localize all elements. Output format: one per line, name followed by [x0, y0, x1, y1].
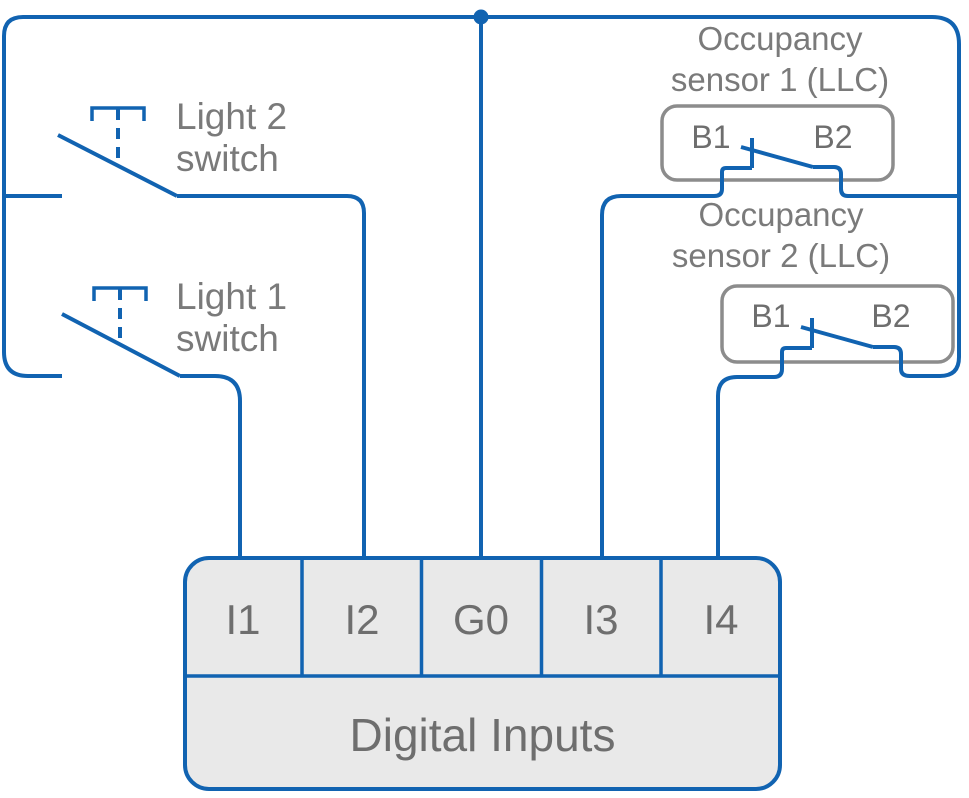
wire-light1-to-i1: [180, 374, 242, 559]
occupancy-sensor2-box: [720, 284, 955, 364]
terminal-label-i3: I3: [583, 596, 619, 643]
occupancy-sensor1-label: Occupancy sensor 1 (LLC): [670, 20, 890, 98]
sensor1-switch-blade: [740, 145, 814, 169]
junction-dot: [473, 9, 489, 25]
sensor1-terminal-b1-label: B1: [691, 119, 731, 155]
sensor2-terminal-b1-label: B1: [751, 298, 791, 334]
sensor2-wire-b1-to-i4: [716, 346, 812, 559]
sensor2-switch-blade: [800, 325, 874, 349]
wire-light2-to-i2: [177, 194, 366, 559]
terminal-label-i2: I2: [344, 596, 380, 643]
sensor1-wire-b2-to-bus: [813, 165, 957, 198]
terminal-label-i4: I4: [703, 596, 739, 643]
pushbutton-cap-icon: [90, 106, 146, 121]
light2-switch-blade: [57, 133, 178, 198]
sensor1-terminal-b2-label: B2: [813, 119, 853, 155]
sensor1-wire-b1-to-i3: [600, 166, 752, 559]
light2-pushbutton-icon: [90, 106, 146, 166]
light2-switch-label: Light 2 switch: [176, 96, 288, 179]
occupancy-sensor1-box: [660, 104, 895, 182]
pushbutton-cap-icon: [92, 286, 148, 301]
sensor2-wire-b2-to-bus: [873, 345, 911, 378]
light1-switch-blade: [61, 312, 181, 378]
occupancy-sensor2-label: Occupancy sensor 2 (LLC): [671, 196, 891, 274]
light1-pushbutton-icon: [92, 286, 148, 346]
terminal-label-i1: I1: [225, 596, 261, 643]
terminal-block-body: [183, 556, 782, 791]
sensor2-terminal-b2-label: B2: [871, 298, 911, 334]
terminal-label-g0: G0: [452, 596, 510, 643]
light1-switch-label: Light 1 switch: [176, 276, 288, 359]
digital-inputs-title: Digital Inputs: [349, 709, 616, 761]
